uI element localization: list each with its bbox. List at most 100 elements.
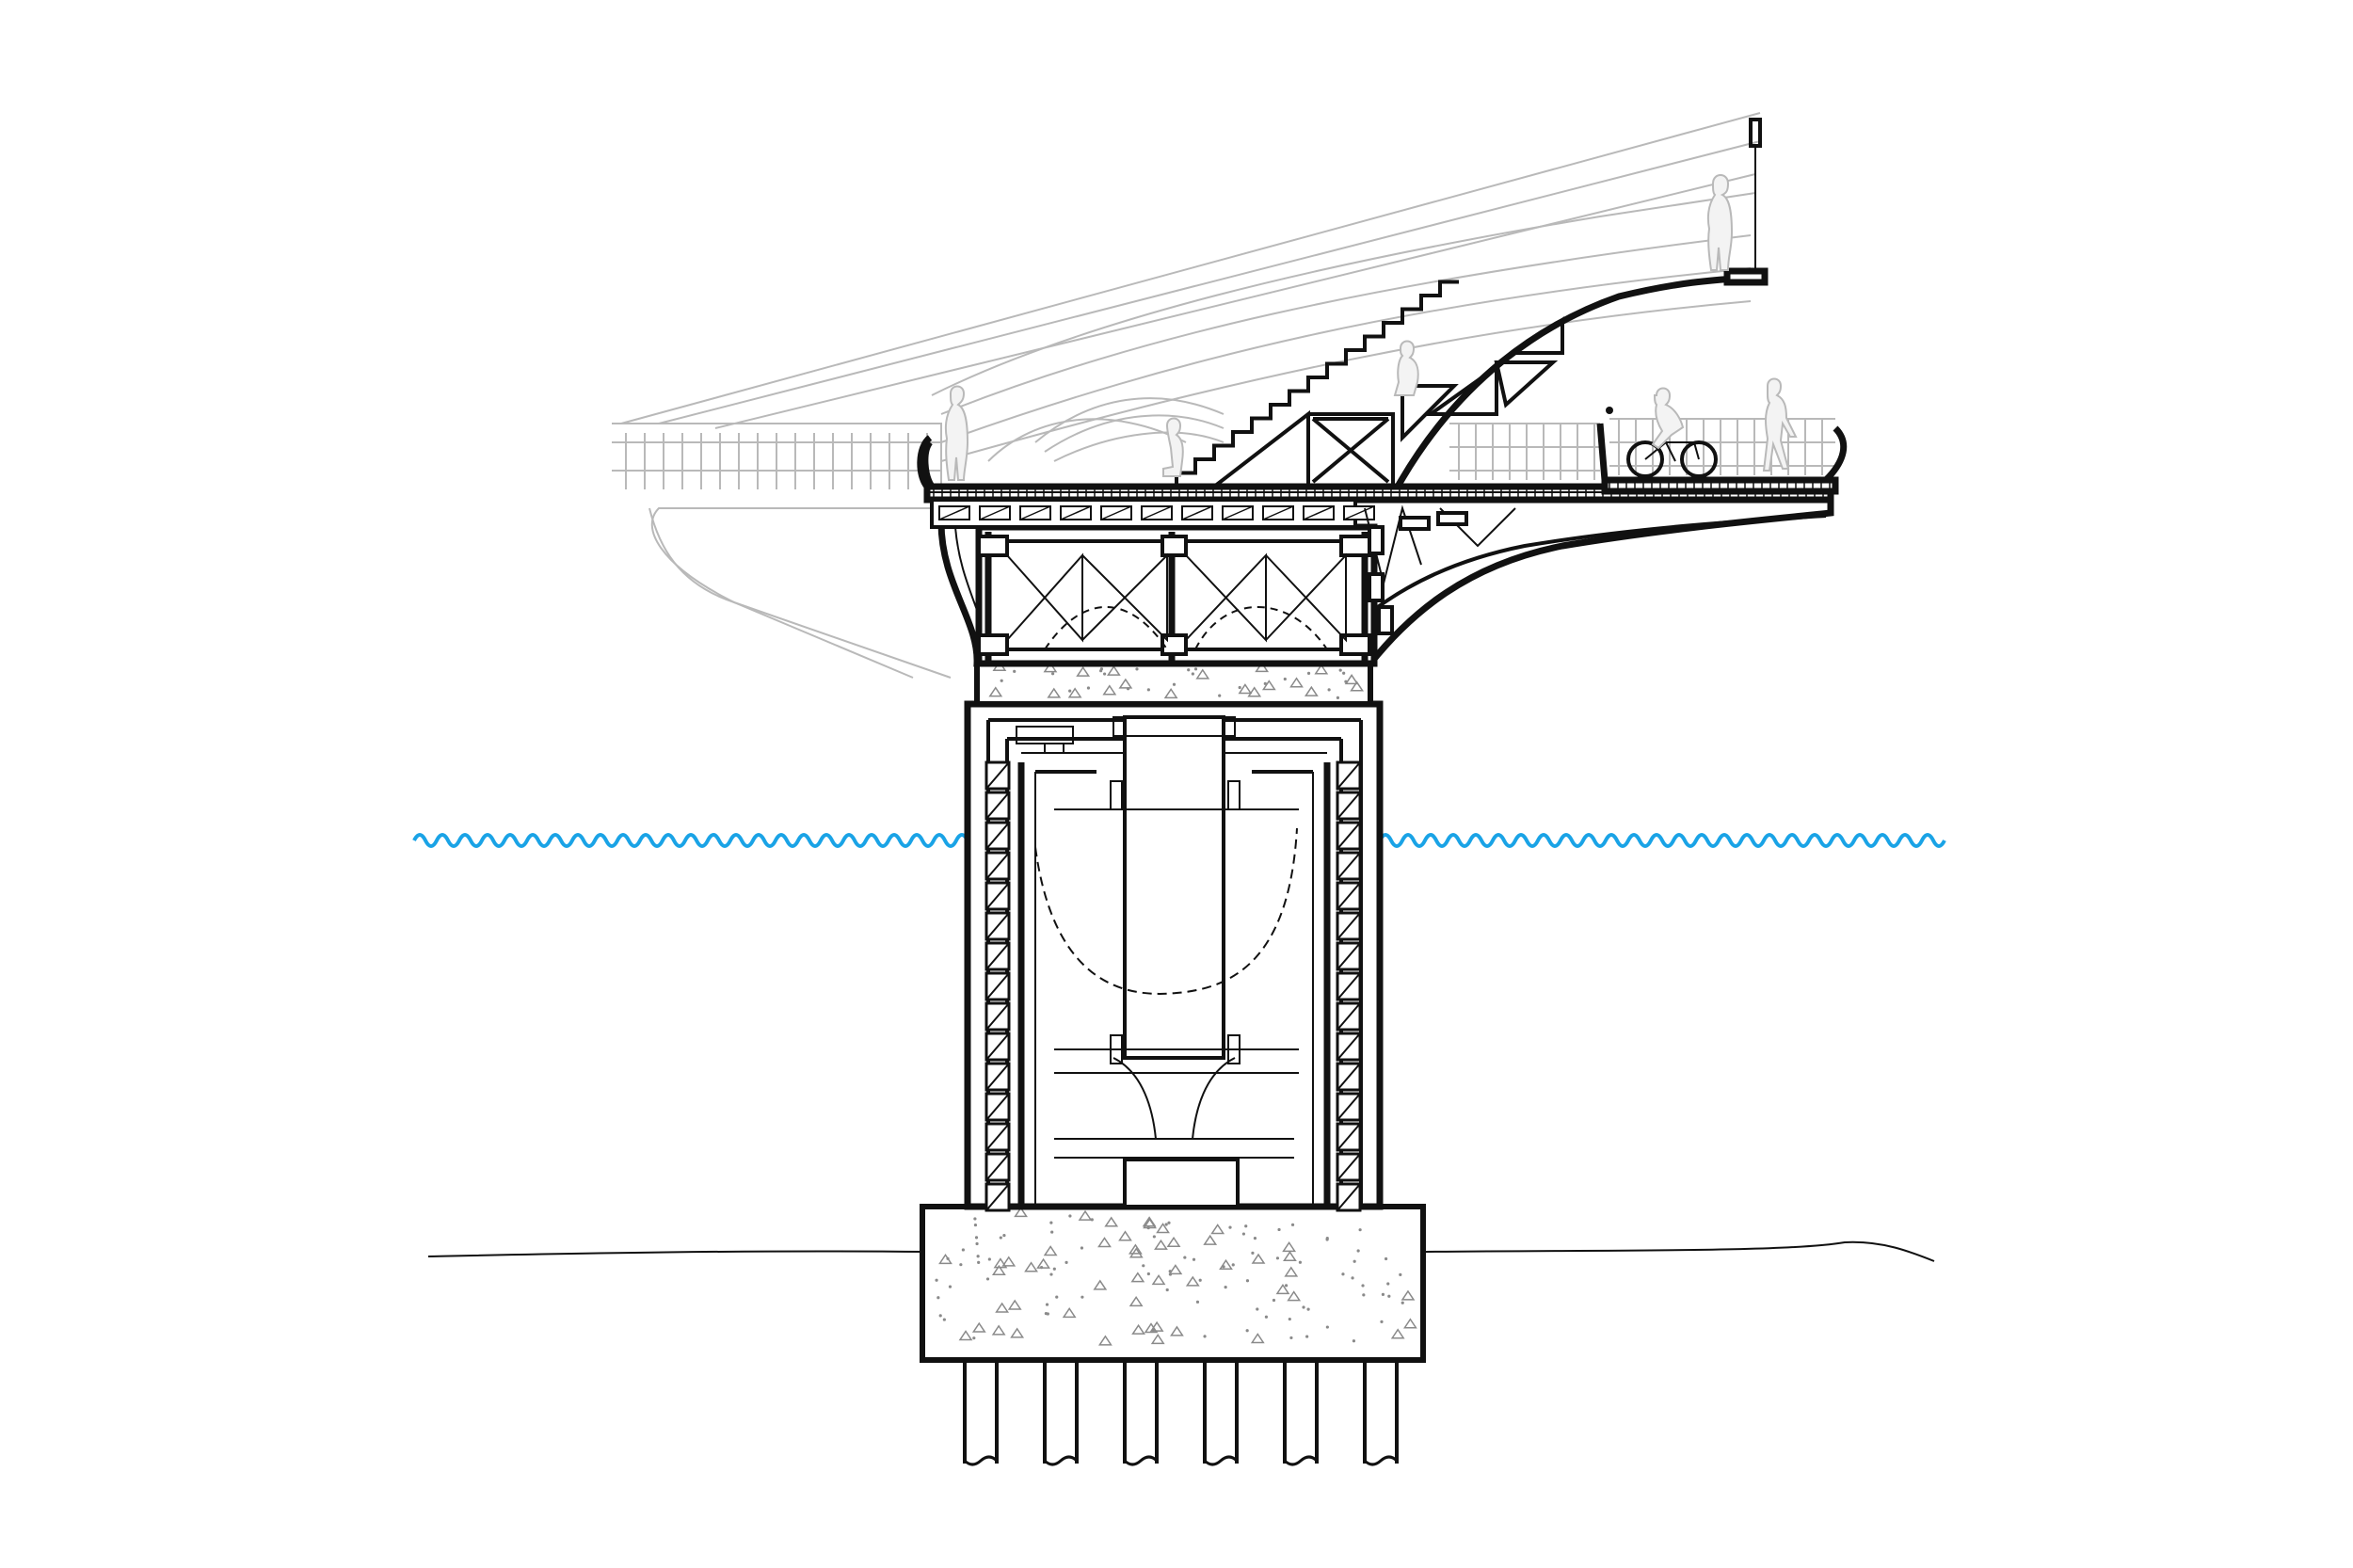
speckle-triangle	[1043, 1245, 1058, 1256]
speckle-triangle	[1078, 1209, 1093, 1221]
speckle-dot	[948, 1285, 952, 1288]
speckle-triangle	[1104, 1216, 1119, 1227]
pile-5	[1283, 1360, 1319, 1464]
speckle-dot	[1086, 686, 1091, 690]
lattice-diagonal	[985, 1153, 1010, 1181]
speckle-triangle	[1210, 1224, 1225, 1235]
speckle-triangle	[1128, 1243, 1143, 1255]
pile-4-break	[1203, 1455, 1239, 1466]
speckle-dot	[1187, 668, 1191, 672]
speckle-dot	[1245, 1279, 1250, 1283]
speckle-dot	[1152, 1235, 1156, 1239]
speckle-triangle	[995, 1302, 1010, 1313]
speckle-triangle	[1402, 1318, 1417, 1329]
speckle-dot	[1283, 677, 1287, 681]
speckle-triangle	[1261, 680, 1276, 691]
speckle-triangle	[1247, 686, 1262, 697]
speckle-dot	[972, 1336, 976, 1340]
slab-panel-diagonal	[1343, 505, 1375, 520]
lattice-diagonal	[1337, 972, 1361, 1000]
concrete-speckle	[935, 1207, 1417, 1346]
lattice-diagonal	[985, 1093, 1010, 1121]
speckle-triangle	[1047, 687, 1062, 698]
speckle-dot	[974, 1236, 979, 1240]
foundation-piles	[963, 1360, 1399, 1466]
speckle-dot	[1191, 672, 1194, 676]
speckle-dot	[1306, 1307, 1310, 1311]
speckle-triangle	[1238, 683, 1253, 695]
speckle-triangle	[1287, 1290, 1302, 1302]
speckle-dot	[1068, 689, 1072, 693]
speckle-triangle	[1097, 1237, 1112, 1248]
speckle-dot	[1327, 688, 1331, 692]
speckle-dot	[1272, 1298, 1276, 1303]
speckle-triangle	[1151, 1273, 1166, 1286]
lattice-diagonal	[985, 761, 1010, 790]
speckle-dot	[1399, 1272, 1402, 1276]
speckle-dot	[1381, 1292, 1385, 1296]
speckle-triangle	[1314, 664, 1329, 675]
pile-1	[963, 1360, 999, 1464]
speckle-dot	[935, 1278, 938, 1282]
speckle-triangle	[1076, 665, 1091, 677]
speckle-triangle	[1255, 662, 1270, 673]
speckle-triangle	[1036, 1257, 1050, 1269]
speckle-dot	[1401, 1301, 1404, 1304]
slab-panel-diagonal	[1060, 505, 1092, 520]
speckle-dot	[942, 1318, 946, 1321]
speckle-dot	[975, 1241, 979, 1246]
speckle-dot	[1356, 1249, 1360, 1253]
speckle-triangle	[1203, 1234, 1218, 1245]
speckle-dot	[1284, 1284, 1289, 1288]
truss-girder	[975, 523, 1378, 667]
speckle-triangle	[1168, 1264, 1183, 1275]
speckle-dot	[1050, 672, 1055, 676]
speckle-triangle	[1219, 1258, 1233, 1270]
speckle-dot	[1353, 1259, 1356, 1263]
speckle-dot	[1013, 669, 1016, 673]
speckle-dot	[1289, 1336, 1293, 1340]
speckle-triangle	[1275, 1284, 1290, 1295]
pile-5-break	[1283, 1455, 1319, 1466]
speckle-dot	[1387, 1294, 1391, 1298]
lattice-diagonal	[1337, 761, 1361, 790]
pier-column	[964, 700, 1384, 1212]
lattice-diagonal	[985, 882, 1010, 910]
speckle-dot	[1352, 1339, 1356, 1343]
speckle-dot	[1244, 1224, 1248, 1228]
speckle-dot	[1325, 1325, 1329, 1329]
speckle-dot	[1256, 1307, 1259, 1311]
speckle-dot	[1290, 1223, 1295, 1226]
speckle-dot	[1251, 1251, 1255, 1255]
slab-panel-diagonal	[938, 505, 970, 520]
speckle-dot	[1099, 669, 1103, 673]
speckle-dot	[1135, 667, 1139, 671]
speckle-triangle	[991, 1264, 1006, 1275]
speckle-triangle	[1007, 1299, 1022, 1310]
speckle-triangle	[1130, 1272, 1145, 1283]
speckle-triangle	[1350, 680, 1365, 692]
speckle-dot	[985, 1277, 990, 1281]
speckle-dot	[1164, 1223, 1168, 1226]
speckle-triangle	[1283, 1250, 1297, 1262]
speckle-triangle	[1250, 1333, 1265, 1344]
handrail-background	[612, 112, 1835, 679]
speckle-triangle	[1067, 687, 1082, 698]
speckle-dot	[1064, 1260, 1068, 1264]
speckle-dot	[1183, 1256, 1187, 1259]
lattice-diagonal	[1337, 1032, 1361, 1061]
speckle-triangle	[1043, 662, 1058, 673]
speckle-dot	[1361, 1284, 1365, 1288]
slab-panel-diagonal	[1141, 505, 1173, 520]
speckle-dot	[1362, 1293, 1366, 1297]
people-silhouettes	[944, 174, 1798, 481]
slab-panel-diagonal	[1222, 505, 1254, 520]
speckle-dot	[1384, 1256, 1388, 1261]
speckle-dot	[961, 1248, 965, 1252]
lattice-diagonal	[1337, 792, 1361, 820]
speckle-dot	[1044, 1311, 1048, 1316]
slab-panel-diagonal	[1181, 505, 1213, 520]
column-lattice-left	[984, 760, 1011, 1212]
speckle-dot	[1325, 1238, 1329, 1241]
